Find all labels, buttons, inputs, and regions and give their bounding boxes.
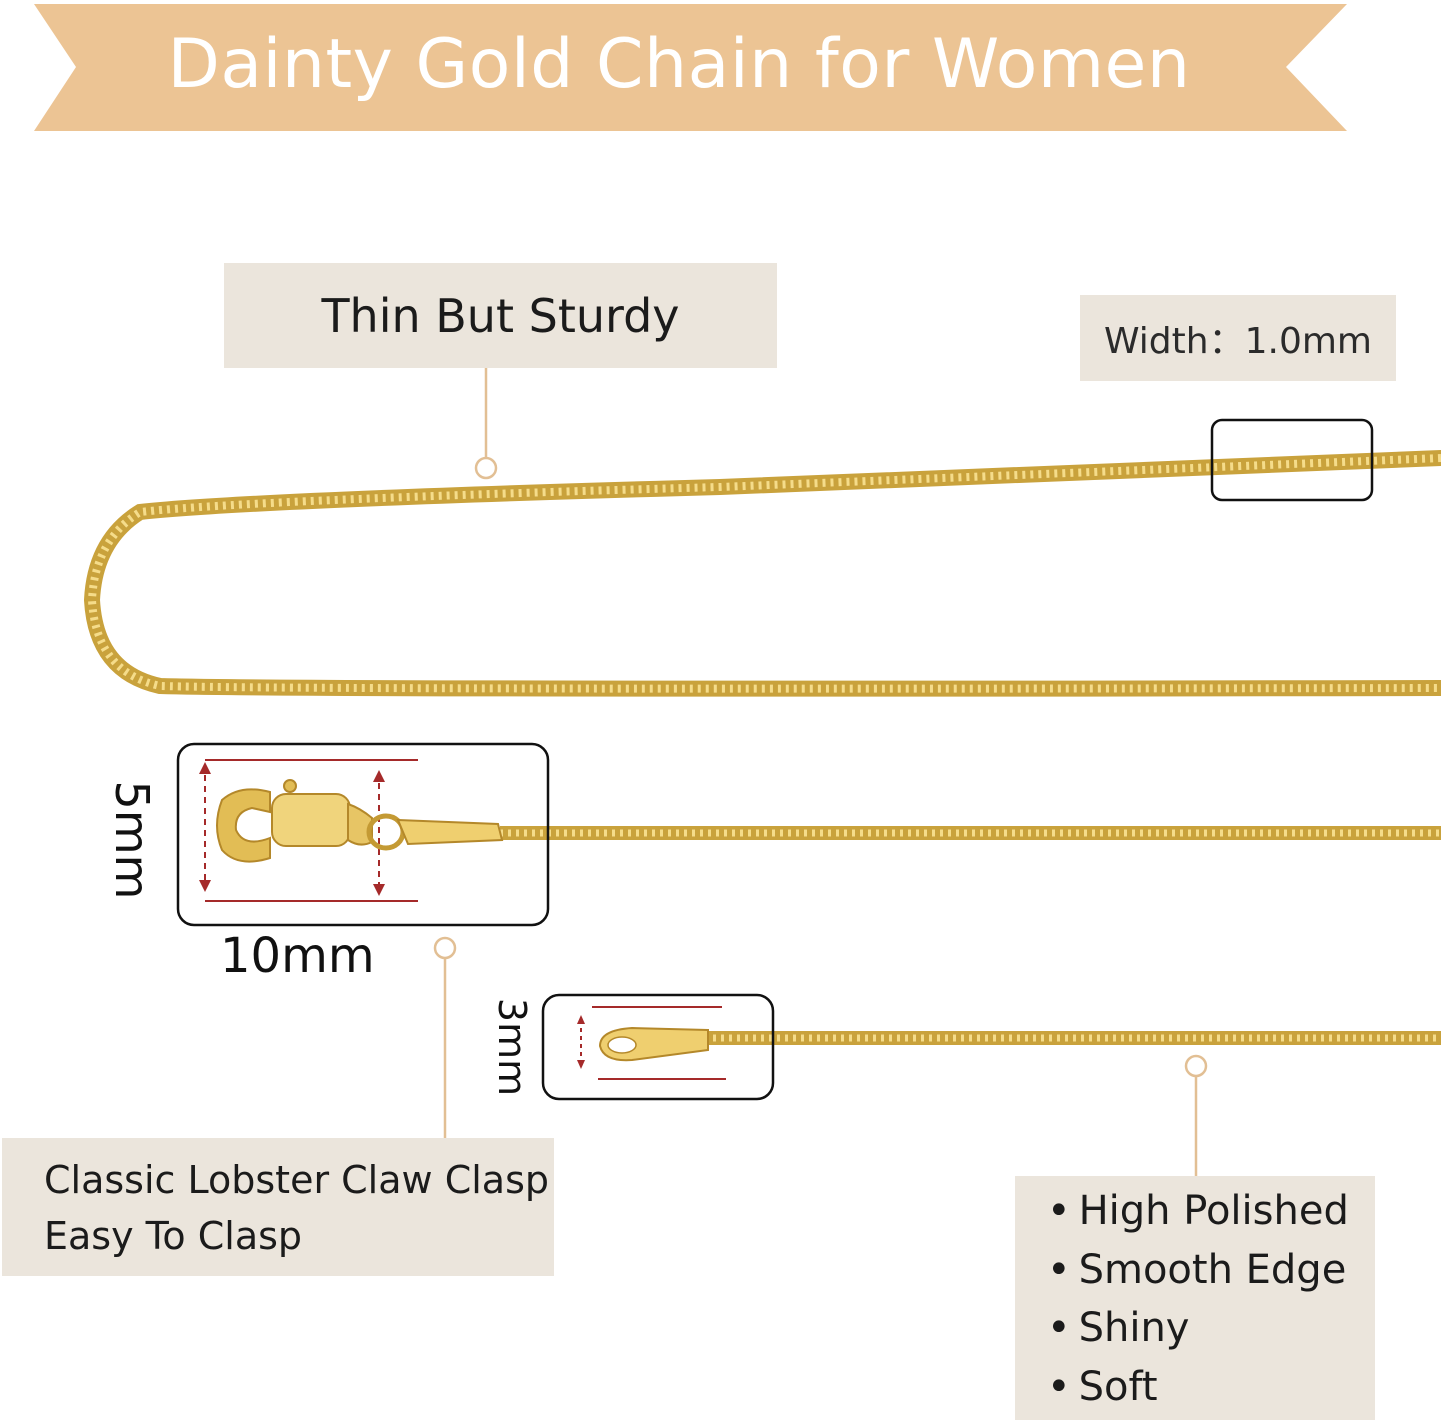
title-banner <box>34 4 1347 131</box>
end-cap-height-label: 3mm <box>490 997 534 1097</box>
lobster-clasp-icon <box>216 779 504 863</box>
feature-item: Smooth Edge <box>1047 1241 1375 1300</box>
feature-item: Soft <box>1047 1358 1375 1417</box>
clasp-description-box: Classic Lobster Claw Clasp Easy To Clasp <box>2 1138 554 1276</box>
callout-features <box>1184 1054 1208 1176</box>
features-box: High Polished Smooth Edge Shiny Soft <box>1015 1176 1375 1420</box>
feature-item: Shiny <box>1047 1299 1375 1358</box>
features-list: High Polished Smooth Edge Shiny Soft <box>1047 1182 1375 1416</box>
callout-thin <box>474 368 498 480</box>
clasp-height-label: 5mm <box>105 780 159 900</box>
clasp-length-label: 10mm <box>220 928 375 984</box>
width-zoom-frame <box>1210 418 1374 502</box>
feature-item: High Polished <box>1047 1182 1375 1241</box>
banner-title: Dainty Gold Chain for Women <box>167 24 1191 104</box>
width-label: Width：1.0mm <box>1080 295 1396 381</box>
clasp-line-1: Classic Lobster Claw Clasp <box>44 1158 549 1202</box>
chain-top-loop <box>83 450 1441 697</box>
callout-clasp <box>433 936 457 1138</box>
end-cap-icon <box>598 1026 709 1062</box>
end-cap-frame <box>541 993 775 1101</box>
clasp-frame <box>176 742 550 927</box>
thin-sturdy-label: Thin But Sturdy <box>224 263 777 368</box>
clasp-line-2: Easy To Clasp <box>44 1214 303 1258</box>
